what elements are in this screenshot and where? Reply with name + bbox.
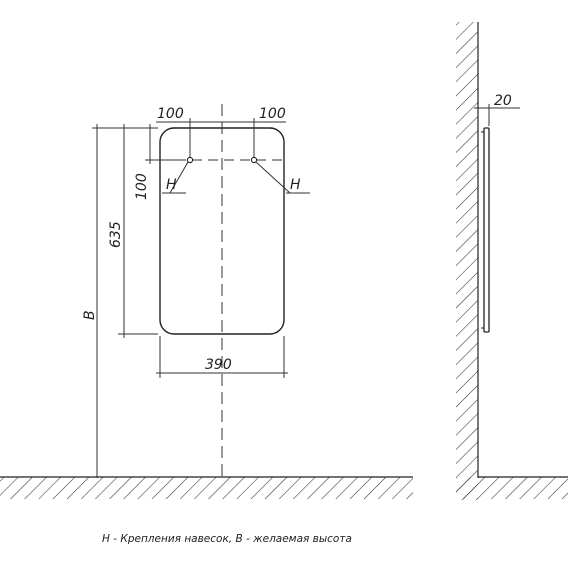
dim-width-left: 100 [157,106,184,122]
dim-desired-height-label: В [82,310,98,320]
wall-side [456,22,479,500]
dim-mirror-height [118,124,158,338]
dim-desired-height [92,124,158,478]
leader-right-mount [255,161,310,194]
dim-thickness [474,104,520,126]
dim-mirror-height-label: 635 [108,221,124,248]
dim-mount-height-label: 100 [134,173,150,200]
marker-left-mount: Н [166,177,177,193]
floor-front [0,476,413,499]
floor-side [456,476,568,499]
dim-total-width [156,336,288,378]
marker-right-mount: Н [290,177,301,193]
mount-point-left [186,156,194,164]
side-view: 20 [456,22,568,500]
dim-top-widths [156,118,286,157]
caption: Н - Крепления навесок, В - желаемая высо… [102,533,352,545]
dim-thickness-label: 20 [494,93,512,109]
mount-point-right [250,156,258,164]
mirror-profile [481,127,490,333]
leader-left-mount [162,161,189,194]
dim-width-right: 100 [259,106,286,122]
dim-total-width-label: 390 [205,357,232,373]
front-view: 100 100 100 635 В 390 [0,104,413,499]
